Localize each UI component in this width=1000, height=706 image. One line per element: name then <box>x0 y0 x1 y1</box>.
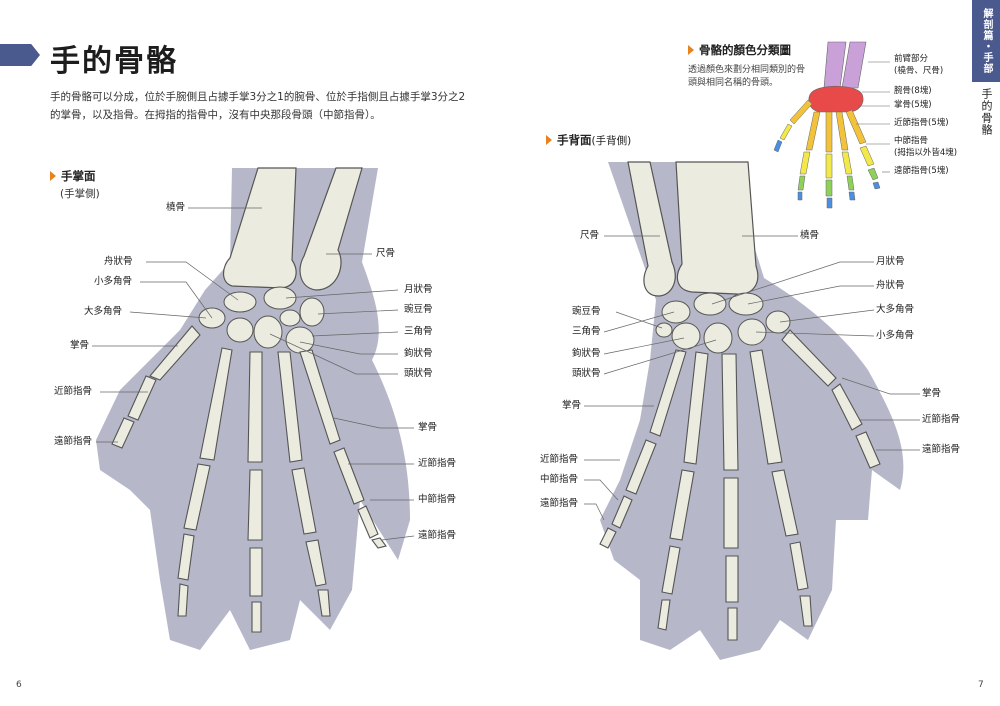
legend-item-distal: 遠節指骨(5塊) <box>894 166 949 176</box>
palm-label-ulna: 尺骨 <box>376 248 396 259</box>
page-number-right: 7 <box>978 680 984 690</box>
palm-label-radius: 橈骨 <box>166 202 186 213</box>
legend-item-carpals: 腕骨(8塊) <box>894 86 932 96</box>
back-label-proximal-right: 近節指骨 <box>922 414 961 425</box>
back-label-distal-left: 遠節指骨 <box>540 498 579 509</box>
back-label-metacarpal-left: 掌骨 <box>562 400 582 411</box>
palm-label-metacarpal-right: 掌骨 <box>418 422 438 433</box>
legend-description: 透過顏色來劃分相同類別的骨頭與相同名稱的骨頭。 <box>688 65 806 88</box>
palm-label-metacarpal-left: 掌骨 <box>70 340 90 351</box>
palm-label-trapezoid: 小多角骨 <box>94 276 133 287</box>
palm-label-pisiform: 豌豆骨 <box>404 304 433 315</box>
back-label-capitate: 頭狀骨 <box>572 368 601 379</box>
palm-label-capitate: 頭狀骨 <box>404 368 433 379</box>
palm-label-distal-left: 遠節指骨 <box>54 436 93 447</box>
palm-view-heading: 手掌面 <box>50 168 96 184</box>
back-label-triquetrum: 三角骨 <box>572 326 601 337</box>
back-label-ulna: 尺骨 <box>580 230 600 241</box>
palm-label-middle-right: 中節指骨 <box>418 494 457 505</box>
back-view-heading: 手背面(手背側) <box>546 132 631 148</box>
back-label-trapezoid: 小多角骨 <box>876 330 915 341</box>
page-number-left: 6 <box>16 680 22 690</box>
back-label-metacarpal-right: 掌骨 <box>922 388 942 399</box>
page-title: 手的骨骼 <box>50 44 178 79</box>
back-label-proximal-left: 近節指骨 <box>540 454 579 465</box>
legend-item-forearm-detail: (橈骨、尺骨) <box>894 66 944 76</box>
palm-label-proximal-right: 近節指骨 <box>418 458 457 469</box>
palm-view-subheading: (手掌側) <box>60 188 100 200</box>
palm-hand-illustration <box>92 167 415 650</box>
legend-item-forearm: 前臂部分 <box>894 54 929 64</box>
side-chapter-tab: 解剖篇・手部 <box>972 0 1000 82</box>
back-hand-illustration <box>584 161 920 660</box>
legend-hand-illustration <box>773 41 890 209</box>
back-label-hamate: 鉤狀骨 <box>572 348 601 359</box>
orange-arrow-icon <box>546 135 552 145</box>
back-label-distal-right: 遠節指骨 <box>922 444 961 455</box>
palm-label-triquetrum: 三角骨 <box>404 326 433 337</box>
side-section-title: 手的骨骼 <box>980 88 993 136</box>
back-label-radius: 橈骨 <box>800 230 820 241</box>
palm-label-proximal-left: 近節指骨 <box>54 386 93 397</box>
back-label-scaphoid: 舟狀骨 <box>876 280 905 291</box>
legend-item-metacarpals: 掌骨(5塊) <box>894 100 932 110</box>
palm-label-trapezium: 大多角骨 <box>84 306 123 317</box>
title-accent-bar <box>0 44 40 66</box>
legend-item-middle-detail: (拇指以外皆4塊) <box>894 148 958 158</box>
legend-item-middle: 中節指骨 <box>894 136 929 146</box>
palm-label-hamate: 鉤狀骨 <box>404 348 433 359</box>
back-label-lunate: 月狀骨 <box>876 256 905 267</box>
back-label-middle-left: 中節指骨 <box>540 474 579 485</box>
legend-heading: 骨骼的顏色分類圖 <box>688 42 791 58</box>
palm-label-scaphoid: 舟狀骨 <box>104 256 133 267</box>
intro-paragraph: 手的骨骼可以分成，位於手腕側且占據手掌3分之1的腕骨、位於手指側且占據手掌3分之… <box>50 91 466 121</box>
orange-arrow-icon <box>50 171 56 181</box>
palm-label-lunate: 月狀骨 <box>404 284 433 295</box>
orange-arrow-icon <box>688 45 694 55</box>
legend-item-proximal: 近節指骨(5塊) <box>894 118 949 128</box>
back-label-trapezium: 大多角骨 <box>876 304 915 315</box>
palm-label-distal-right: 遠節指骨 <box>418 530 457 541</box>
back-label-pisiform: 豌豆骨 <box>572 306 601 317</box>
